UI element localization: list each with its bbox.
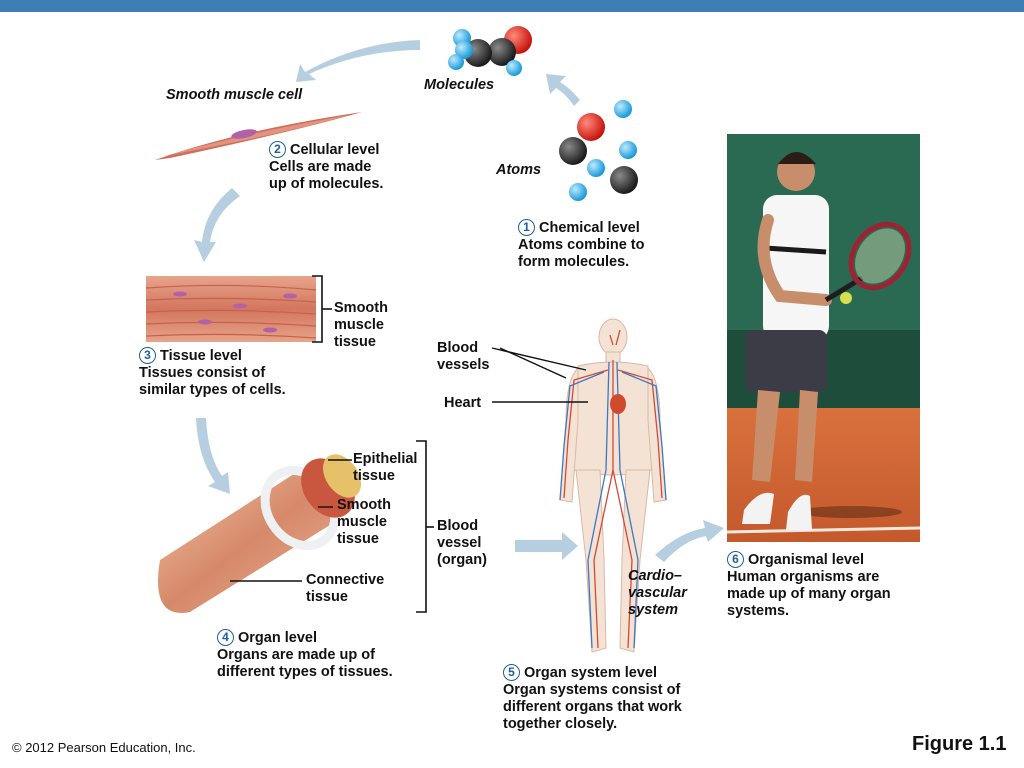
level-5-title: Organ system level [524, 665, 657, 681]
level-3-title: Tissue level [160, 348, 242, 364]
cardiovascular-body-illustration [491, 318, 667, 653]
molecule-illustration [448, 26, 532, 76]
arrow-cell-to-tissue [194, 188, 240, 262]
organ-smooth-muscle-line-3: tissue [337, 531, 379, 547]
smooth-muscle-tissue-illustration [145, 275, 332, 343]
epithelial-tissue-label: Epithelial tissue [353, 451, 417, 485]
level-6-body-line-2: made up of many organ [727, 586, 891, 602]
level-1-body-line-2: form molecules. [518, 254, 630, 270]
level-1-number: 1 [518, 219, 535, 236]
level-4-body-line-2: different types of tissues. [217, 664, 393, 680]
atoms-label: Atoms [496, 162, 542, 178]
smooth-muscle-tissue-line-3: tissue [334, 334, 376, 350]
arrow-molecules-to-cell [296, 40, 420, 82]
atoms-illustration [559, 100, 638, 201]
smooth-muscle-cell-label: Smooth muscle cell [166, 87, 303, 103]
level-5-body-line-2: different organs that work [503, 699, 682, 715]
level-4-number: 4 [217, 629, 234, 646]
level-6-title: Organismal level [748, 552, 865, 568]
level-3-body-line-2: similar types of cells. [139, 382, 286, 398]
blood-vessel-organ-line-3: (organ) [437, 552, 487, 568]
connective-tissue-line-1: Connective [306, 572, 385, 588]
smooth-muscle-tissue-label: Smooth muscle tissue [334, 300, 388, 351]
organ-smooth-muscle-line-1: Smooth [337, 497, 391, 513]
level-2-title: Cellular level [290, 142, 380, 158]
blood-vessels-line-1: Blood [437, 340, 479, 356]
level-6-number: 6 [727, 551, 744, 568]
figure-label: Figure 1.1 [912, 733, 1007, 755]
flow-arrows [194, 40, 724, 562]
level-5-body-line-3: together closely. [503, 716, 618, 732]
level-5-number: 5 [503, 664, 520, 681]
top-bar [0, 0, 1024, 12]
arrow-tissue-to-organ [196, 418, 230, 494]
epithelial-tissue-line-2: tissue [353, 468, 395, 484]
blood-vessels-line-2: vessels [437, 357, 490, 373]
level-2-body-line-2: up of molecules. [269, 176, 384, 192]
blood-vessels-label: Blood vessels [437, 340, 489, 374]
blood-vessel-organ-label: Blood vessel (organ) [437, 518, 487, 569]
blood-vessel-illustration [158, 440, 434, 613]
level-3-body-line-1: Tissues consist of [139, 365, 266, 381]
arrow-atoms-to-molecules [546, 74, 580, 106]
tennis-player-illustration [726, 134, 921, 542]
arrow-organ-to-system [515, 532, 578, 560]
heart-label: Heart [444, 395, 482, 411]
copyright-notice: © 2012 Pearson Education, Inc. [12, 740, 196, 755]
organ-smooth-muscle-line-2: muscle [337, 514, 387, 530]
level-4-body-line-1: Organs are made up of [217, 647, 375, 663]
cardiovascular-line-1: Cardio– [628, 568, 682, 584]
smooth-muscle-cell-illustration [155, 112, 362, 160]
level-1-body-line-1: Atoms combine to [518, 237, 645, 253]
level-5-body-line-1: Organ systems consist of [503, 682, 681, 698]
connective-tissue-line-2: tissue [306, 589, 348, 605]
cardiovascular-system-label: Cardio– vascular system [628, 568, 687, 619]
connective-tissue-label: Connective tissue [306, 572, 384, 606]
blood-vessel-organ-line-2: vessel [437, 535, 482, 551]
level-6-body-line-3: systems. [727, 603, 790, 619]
level-1-title: Chemical level [539, 220, 640, 236]
organ-smooth-muscle-tissue-label: Smooth muscle tissue [337, 497, 391, 548]
level-4-title: Organ level [238, 630, 317, 646]
arrow-system-to-organism [655, 520, 724, 562]
level-2-number: 2 [269, 141, 286, 158]
cardiovascular-line-3: system [628, 602, 678, 618]
cardiovascular-line-2: vascular [628, 585, 687, 601]
smooth-muscle-tissue-line-2: muscle [334, 317, 384, 333]
level-6-body-line-1: Human organisms are [727, 569, 880, 585]
molecules-label: Molecules [424, 77, 495, 93]
level-2-body-line-1: Cells are made [269, 159, 372, 175]
epithelial-tissue-line-1: Epithelial [353, 451, 418, 467]
level-3-number: 3 [139, 347, 156, 364]
smooth-muscle-tissue-line-1: Smooth [334, 300, 388, 316]
blood-vessel-organ-line-1: Blood [437, 518, 479, 534]
